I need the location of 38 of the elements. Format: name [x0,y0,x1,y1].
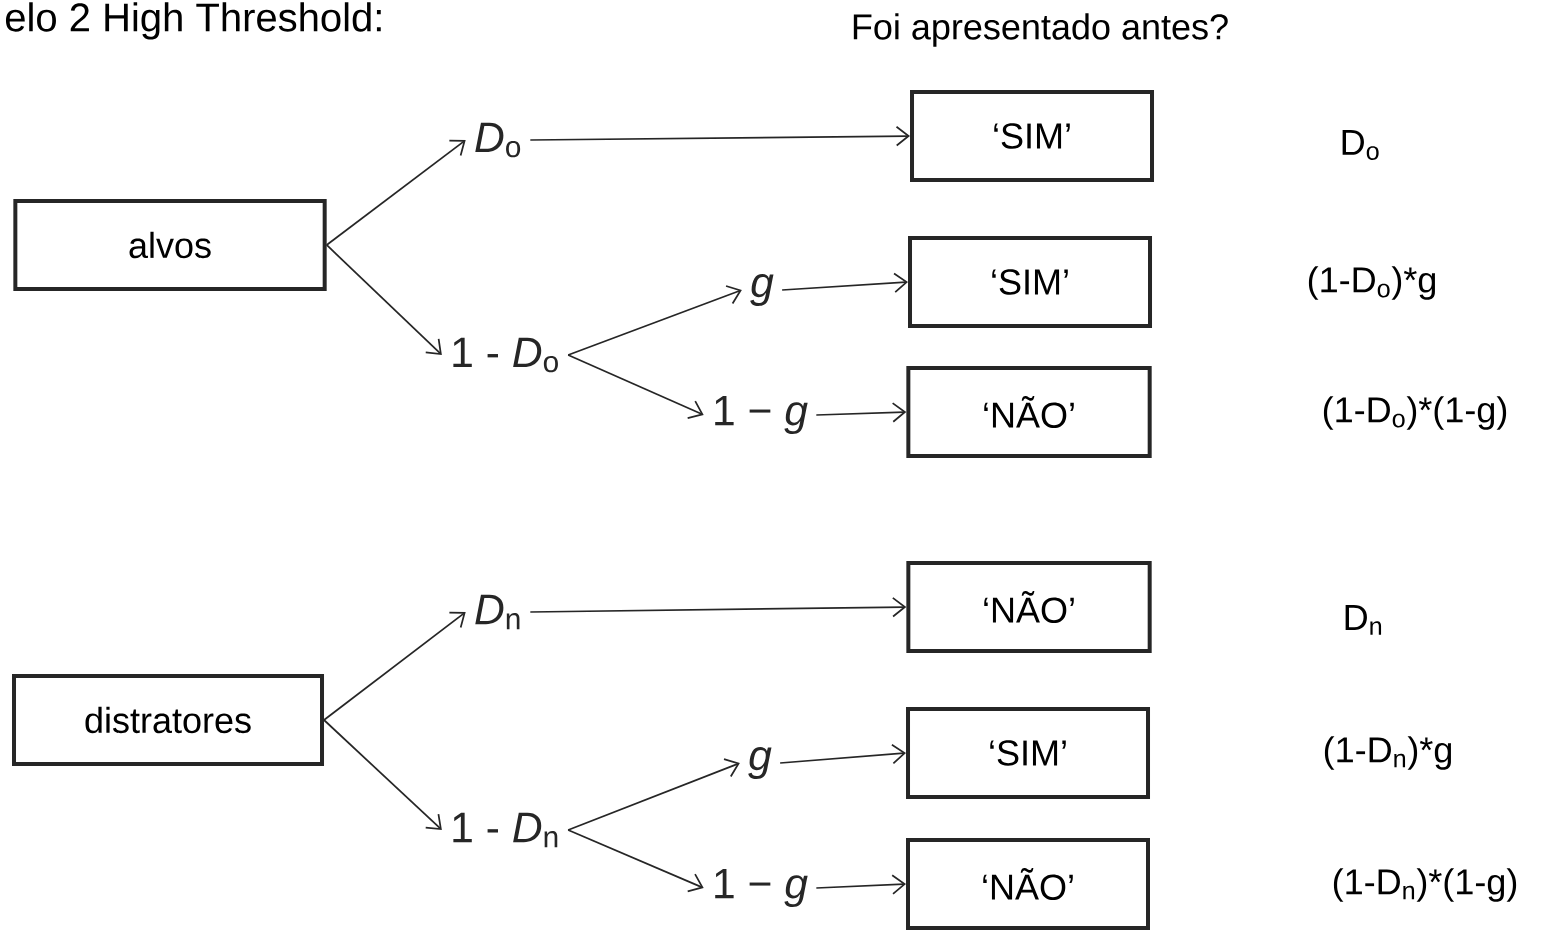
answer-box: ‘SIM’ [910,90,1154,182]
formula-label: (1-D$_{n}$)*g [1324,736,1452,770]
probability-label: D$_{o}$ [475,122,521,158]
probability-label: 1 - D$_{n}$ [453,812,558,848]
formula-label: D$_{o}$ [1342,130,1379,160]
arrow [567,285,742,356]
arrow [567,758,740,831]
arrow [815,874,906,895]
formula-label: (1-D$_{o}$)*(1-g) [1323,396,1507,430]
probability-label: g [750,274,774,306]
arrow [781,272,908,294]
title: elo 2 High Threshold: [5,2,381,40]
formula-label: (1-D$_{n}$)*(1-g) [1333,868,1517,902]
arrow [815,402,907,423]
answer-box: ‘SIM’ [908,236,1152,328]
arrow [323,719,442,830]
arrow [529,125,910,147]
answer-box: ‘NÃO’ [906,838,1150,930]
probability-label: 1 - D$_{o}$ [453,337,558,373]
answer-box: alvos [13,199,327,291]
probability-label: 1 − g [715,868,808,908]
arrow [779,743,906,765]
question-heading: Foi apresentado antes? [853,13,1228,47]
answer-box: ‘NÃO’ [906,561,1152,653]
arrow [323,611,466,721]
arrow [529,596,907,618]
formula-label: D$_{n}$ [1345,605,1382,635]
answer-box: distratores [12,674,324,766]
arrow [325,244,442,355]
arrow [567,354,704,419]
formula-label: (1-D$_{o}$)*g [1308,266,1436,300]
probability-label: g [748,747,772,779]
answer-box: ‘NÃO’ [906,366,1152,458]
arrow [325,139,466,246]
probability-label: 1 − g [715,395,808,435]
probability-label: D$_{n}$ [475,594,520,630]
arrow [567,829,704,893]
answer-box: ‘SIM’ [906,707,1150,799]
